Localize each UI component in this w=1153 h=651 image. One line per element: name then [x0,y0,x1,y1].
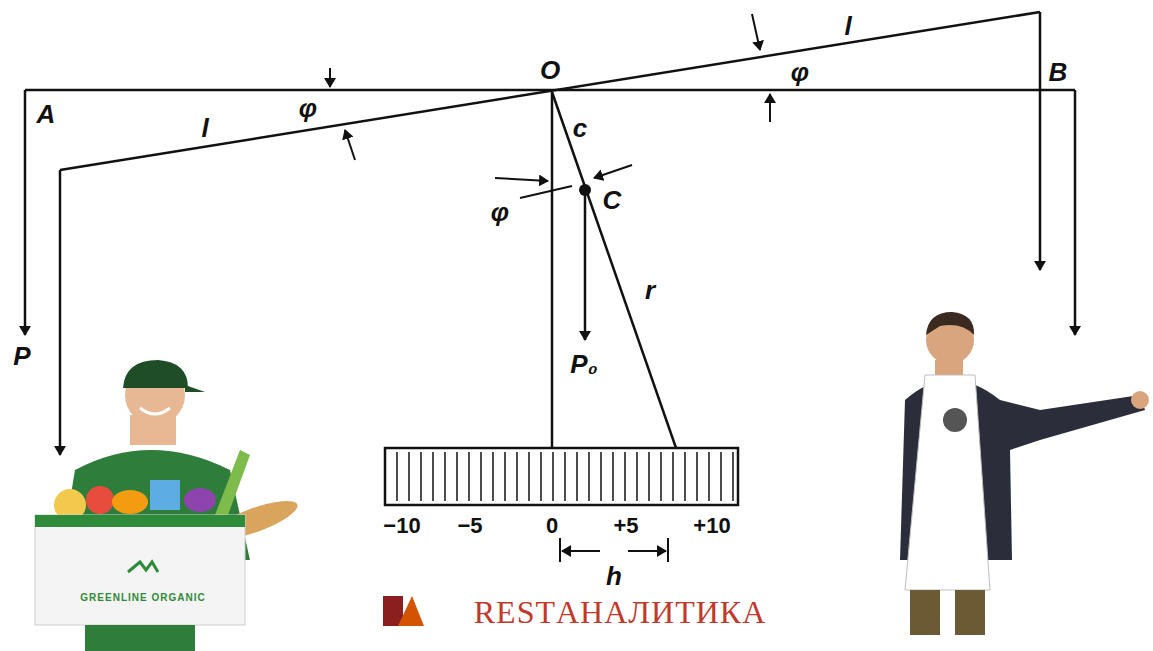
point-label: C [603,187,622,213]
scale-tick [696,452,698,501]
scale-tick [660,452,662,501]
scale-tick [708,452,710,501]
scale-tick [720,452,722,501]
scale-tick [504,452,506,501]
scale-tick [648,452,650,501]
angle-label: φ [791,59,809,85]
scale-tick [528,452,530,501]
scale-tick [684,452,686,501]
scale-number: +10 [693,515,730,537]
scale-number: +5 [613,515,638,537]
length-label: c [573,115,587,141]
length-label: l [844,13,851,39]
scale-number: 0 [546,515,558,537]
force-label: P₀ [570,351,598,377]
scale-tick [540,452,542,501]
length-label: r [645,277,655,303]
scale-tick [576,452,578,501]
courier-figure [35,360,301,651]
scale-tick [420,452,422,501]
scale-tick [732,452,734,501]
angle-label: φ [299,95,317,121]
scale-number: −5 [457,515,482,537]
scale-tick [432,452,434,501]
scale-tick [612,452,614,501]
scale-tick [552,452,554,501]
box-print: GREENLINE ORGANIC [80,593,205,603]
point-label: A [37,101,56,127]
scale-tick [636,452,638,501]
scale-tick [456,452,458,501]
point-label: O [540,57,560,83]
point-label: B [1049,59,1068,85]
scale-number: −10 [383,515,420,537]
scale-tick [600,452,602,501]
logo-mark [383,596,424,626]
angle-label: φ [491,199,509,225]
scale-tick [468,452,470,501]
scale-tick [516,452,518,501]
scale-tick [588,452,590,501]
length-label: l [201,115,208,141]
scale-tick [444,452,446,501]
dimension-label: h [606,563,622,589]
logo-text: RESTАНАЛИТИКА [474,596,766,628]
force-label: P [13,343,30,369]
scale-tick [624,452,626,501]
scale-tick [480,452,482,501]
scale-tick [564,452,566,501]
scale-tick [672,452,674,501]
scale-tick [492,452,494,501]
scale-tick [408,452,410,501]
scale-tick [396,452,398,501]
shopkeeper-figure [900,312,1149,635]
